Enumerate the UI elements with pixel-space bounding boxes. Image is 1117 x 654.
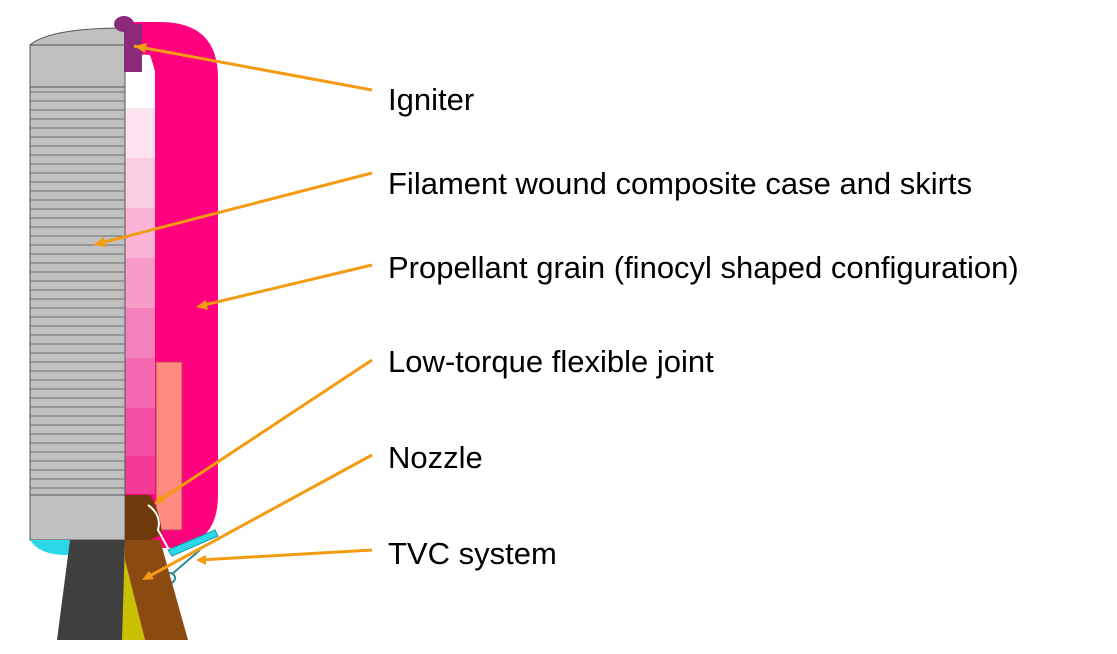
leader-case [96,171,373,246]
label-tvc: TVC system [388,536,557,571]
label-igniter: Igniter [388,82,475,117]
tvc-system [164,529,219,584]
case-gray-section [29,27,126,541]
arrow-joint [154,494,165,504]
label-nozzle: Nozzle [388,440,483,475]
flexible-joint-detail [147,504,169,549]
arrow-case [93,237,106,247]
leader-lines [96,44,373,580]
label-case: Filament wound composite case and skirts [388,166,973,201]
label-joint: Low-torque flexible joint [388,344,714,379]
leader-joint [156,358,373,504]
leader-arrowheads [93,43,208,580]
flexible-joint [125,495,162,540]
leader-tvc [199,548,373,562]
arrow-igniter [134,43,147,53]
leader-nozzle [145,453,373,580]
aft-dome-cyan [30,540,70,556]
propellant-grain [125,54,155,494]
arrow-nozzle [142,571,154,580]
igniter [114,16,142,72]
leader-grain [199,263,373,308]
submerged-insulation [155,361,183,531]
label-grain: Propellant grain (finocyl shaped configu… [388,250,1019,285]
arrow-grain [196,300,208,310]
leader-igniter [133,44,373,92]
nozzle [57,540,188,640]
arrow-tvc [196,555,206,565]
